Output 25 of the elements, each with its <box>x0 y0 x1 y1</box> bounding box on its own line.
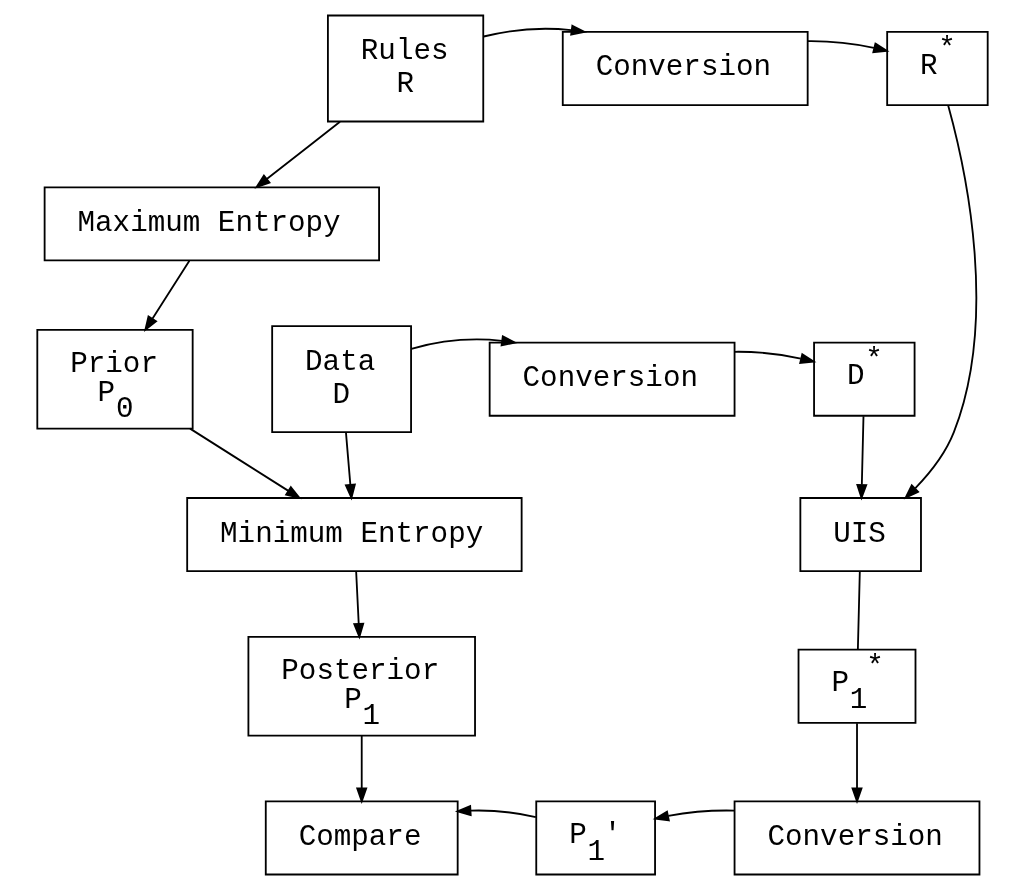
arrow <box>355 734 368 804</box>
node-box: Conversion <box>561 31 809 106</box>
arrow <box>806 40 890 54</box>
node-box: Rules R <box>327 14 485 123</box>
arrow <box>903 104 978 500</box>
arrow <box>856 415 868 501</box>
node-box: Compare <box>264 800 459 876</box>
arrow <box>344 431 357 501</box>
arrow <box>482 24 588 38</box>
node-box: Minimum Entropy <box>186 497 523 573</box>
arrow <box>410 335 518 350</box>
node-box: UIS <box>799 497 922 573</box>
arrow <box>143 259 191 333</box>
node-box: Maximum Entropy <box>43 186 380 262</box>
node-box: Conversion <box>488 341 736 417</box>
arrow <box>652 809 736 822</box>
node-box: Data D <box>271 325 412 434</box>
arrow <box>733 350 817 365</box>
arrow <box>352 570 365 640</box>
arrow <box>851 722 863 805</box>
arrow <box>189 427 302 500</box>
arrow <box>454 804 537 818</box>
connector <box>856 570 861 651</box>
node-box: Conversion <box>733 800 981 876</box>
arrow <box>254 120 341 189</box>
